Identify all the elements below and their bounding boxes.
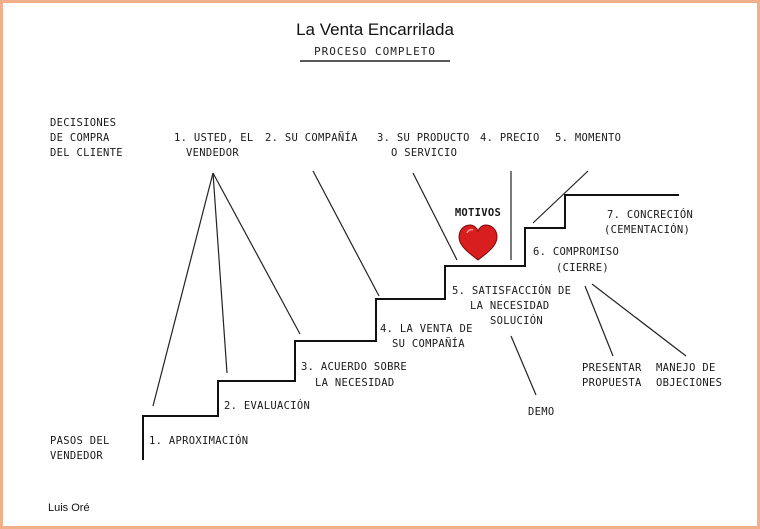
step-4-label: 4. LA VENTA DE <box>380 323 473 335</box>
diagram-subtitle: PROCESO COMPLETO <box>314 45 436 58</box>
decision-item-1: VENDEDOR <box>186 147 239 159</box>
decisions-header-line: DE COMPRA <box>50 132 110 144</box>
step-7-label: 7. CONCRECIÓN <box>607 208 693 221</box>
decisions-header-line: DEL CLIENTE <box>50 147 123 159</box>
manejo-label: MANEJO DE <box>656 362 716 374</box>
decision-item-2: 2. SU COMPAÑÍA <box>265 131 358 144</box>
connector-line <box>532 170 589 224</box>
step-6-label: 6. COMPROMISO <box>533 246 619 258</box>
connector-line <box>584 285 614 357</box>
step-5-label: 5. SATISFACCIÓN DE <box>452 284 571 297</box>
decision-item-1: 1. USTED, EL <box>174 132 253 144</box>
decision-item-3: 3. SU PRODUCTO <box>377 132 470 144</box>
connector-line <box>591 283 687 357</box>
presentar-label: PRESENTAR <box>582 362 642 374</box>
connector-line <box>152 172 214 407</box>
demo-label: DEMO <box>528 406 555 418</box>
motivos-label: MOTIVOS <box>455 207 501 219</box>
step-1-label: 1. APROXIMACIÓN <box>149 434 248 447</box>
step-5-label: SOLUCIÓN <box>490 314 543 327</box>
vendor-header-line: VENDEDOR <box>50 450 103 462</box>
manejo-label: OBJECIONES <box>656 377 722 389</box>
presentar-label: PROPUESTA <box>582 377 642 389</box>
connector-line <box>212 172 228 374</box>
sales-process-diagram: La Venta Encarrilada PROCESO COMPLETO MO… <box>48 20 722 514</box>
step-6-label: (CIERRE) <box>556 262 609 274</box>
decisions-header-line: DECISIONES <box>50 117 116 129</box>
connector-line <box>510 335 537 396</box>
step-4-label: SU COMPAÑÍA <box>392 337 465 350</box>
heart-icon <box>458 224 498 261</box>
author-credit: Luis Oré <box>48 502 90 514</box>
vendor-header-line: PASOS DEL <box>50 435 110 447</box>
heart-highlight <box>466 228 474 234</box>
step-3-label: LA NECESIDAD <box>315 377 394 389</box>
decision-item-4: 4. PRECIO <box>480 132 540 144</box>
step-3-label: 3. ACUERDO SOBRE <box>301 361 407 373</box>
staircase <box>142 194 679 460</box>
step-5-label: LA NECESIDAD <box>470 300 549 312</box>
connector-line <box>312 170 380 297</box>
decision-item-3: O SERVICIO <box>391 147 457 159</box>
connector-line <box>212 172 301 335</box>
decision-item-5: 5. MOMENTO <box>555 132 621 144</box>
diagram-title: La Venta Encarrilada <box>296 20 454 39</box>
step-7-label: (CEMENTACIÓN) <box>604 223 690 236</box>
step-2-label: 2. EVALUACIÓN <box>224 399 310 412</box>
connector-line <box>412 172 458 261</box>
